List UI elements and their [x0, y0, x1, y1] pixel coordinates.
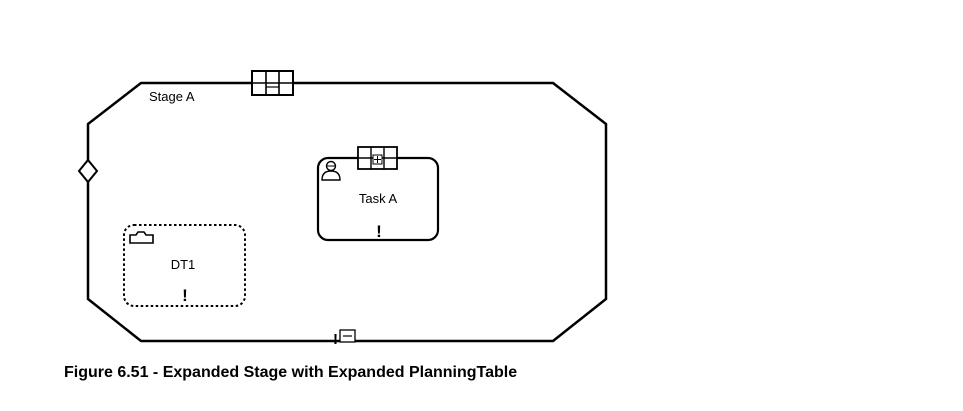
task-a-required-marker: ! [376, 222, 382, 241]
task-planning-table-icon[interactable] [357, 146, 398, 170]
dt1-label: DT1 [171, 257, 196, 272]
task-a-label: Task A [359, 191, 398, 206]
stage-required-marker: ! [333, 331, 338, 348]
figure-caption: Figure 6.51 - Expanded Stage with Expand… [64, 364, 518, 381]
folder-icon [129, 231, 154, 244]
dt1-shape[interactable] [123, 224, 246, 307]
stage-label: Stage A [149, 89, 195, 104]
entry-criterion-diamond-icon[interactable] [77, 158, 99, 184]
stage-planning-table-icon[interactable] [251, 70, 294, 96]
dt1-required-marker: ! [182, 286, 188, 305]
human-icon [321, 160, 341, 181]
stage-collapse-icon[interactable] [339, 329, 356, 343]
stage-shape[interactable] [86, 81, 608, 343]
